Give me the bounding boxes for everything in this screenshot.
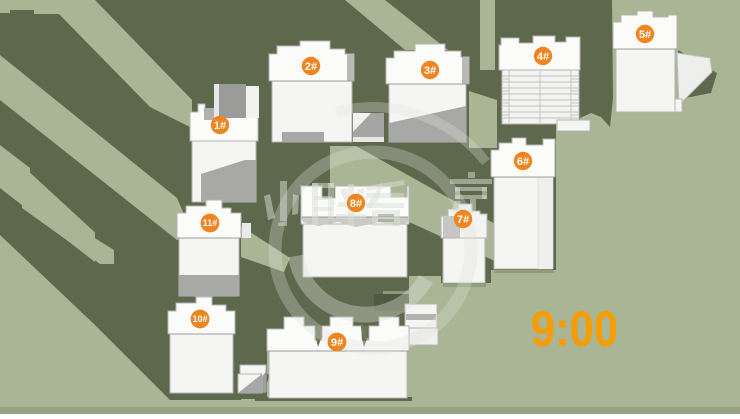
svg-text:11#: 11# bbox=[203, 218, 218, 228]
svg-text:10#: 10# bbox=[192, 314, 207, 324]
svg-text:5#: 5# bbox=[639, 29, 651, 41]
svg-text:7#: 7# bbox=[457, 214, 469, 226]
svg-text:1#: 1# bbox=[214, 120, 226, 132]
svg-text:2#: 2# bbox=[305, 61, 317, 73]
svg-text:9#: 9# bbox=[331, 337, 343, 349]
svg-text:6#: 6# bbox=[517, 156, 529, 168]
svg-text:3#: 3# bbox=[424, 65, 436, 77]
svg-text:4#: 4# bbox=[537, 51, 549, 63]
svg-text:9:00: 9:00 bbox=[531, 301, 618, 357]
svg-text:8#: 8# bbox=[350, 198, 362, 210]
